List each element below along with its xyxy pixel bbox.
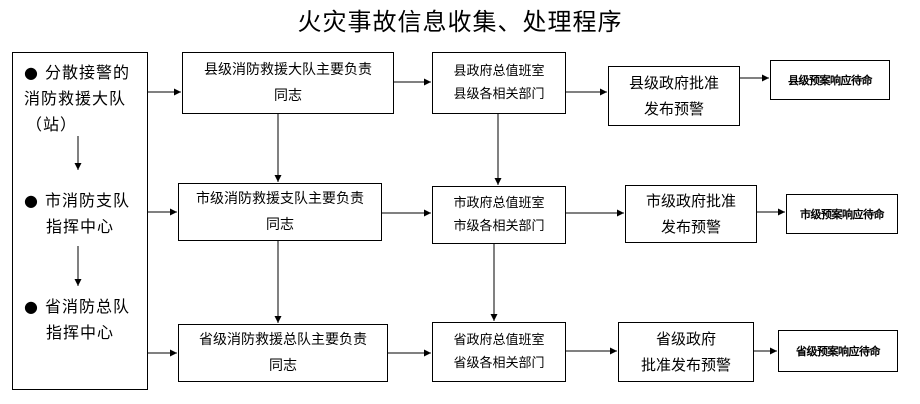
county-team-box: 县级消防救援大队主要负责 同志 bbox=[182, 52, 394, 114]
city-office-line-2: 市级各相关部门 bbox=[453, 219, 545, 234]
province-approve-box: 省级政府 批准发布预警 bbox=[618, 322, 754, 382]
city-approve-box: 市级政府批准 发布预警 bbox=[625, 185, 757, 243]
county-office-box: 县政府总值班室 县级各相关部门 bbox=[432, 52, 566, 114]
city-team-box: 市级消防救援支队主要负责 同志 bbox=[178, 183, 382, 241]
province-team-line-1: 省级消防救援总队主要负责 bbox=[199, 332, 367, 348]
source-province-line-2: 指挥中心 bbox=[46, 323, 115, 342]
province-team-box: 省级消防救援总队主要负责 同志 bbox=[178, 324, 388, 382]
city-approve-line-2: 发布预警 bbox=[660, 218, 721, 236]
county-response-label: 县级预案响应待命 bbox=[788, 74, 873, 87]
city-office-box: 市政府总值班室 市级各相关部门 bbox=[432, 186, 566, 244]
city-office-line-1: 市政府总值班室 bbox=[453, 196, 545, 211]
province-office-line-2: 省级各相关部门 bbox=[453, 356, 545, 371]
source-province-command: ● 省消防总队 指挥中心 bbox=[24, 294, 130, 346]
source-county-line-1: ● 分散接警的 bbox=[24, 63, 131, 82]
province-team-line-2: 同志 bbox=[269, 358, 297, 374]
source-city-line-2: 指挥中心 bbox=[46, 217, 115, 236]
city-team-line-1: 市级消防救援支队主要负责 bbox=[196, 191, 364, 207]
province-approve-line-2: 批准发布预警 bbox=[640, 356, 731, 374]
diagram-title: 火灾事故信息收集、处理程序 bbox=[297, 8, 623, 36]
county-team-line-1: 县级消防救援大队主要负责 bbox=[204, 62, 372, 78]
source-city-line-1: ● 市消防支队 bbox=[24, 191, 131, 210]
province-approve-line-1: 省级政府 bbox=[655, 330, 716, 348]
province-office-line-1: 省政府总值班室 bbox=[453, 333, 545, 348]
county-response-box: 县级预案响应待命 bbox=[770, 60, 890, 100]
source-province-line-1: ● 省消防总队 bbox=[24, 297, 131, 316]
city-response-box: 市级预案响应待命 bbox=[786, 194, 898, 234]
city-response-label: 市级预案响应待命 bbox=[800, 208, 885, 221]
source-county-brigade: ● 分散接警的 消防救援大队 （站） bbox=[24, 60, 130, 138]
source-county-line-3: （站） bbox=[26, 115, 78, 134]
city-team-line-2: 同志 bbox=[266, 217, 294, 233]
source-city-command: ● 市消防支队 指挥中心 bbox=[24, 188, 130, 240]
county-approve-line-2: 发布预警 bbox=[643, 100, 704, 118]
county-team-line-2: 同志 bbox=[274, 88, 302, 104]
county-approve-box: 县级政府批准 发布预警 bbox=[608, 66, 740, 126]
city-approve-line-1: 市级政府批准 bbox=[645, 192, 736, 210]
province-response-label: 省级预案响应待命 bbox=[796, 345, 881, 358]
source-county-line-2: 消防救援大队 bbox=[24, 89, 127, 108]
left-source-column bbox=[12, 52, 148, 390]
county-approve-line-1: 县级政府批准 bbox=[628, 74, 719, 92]
county-office-line-2: 县级各相关部门 bbox=[453, 87, 545, 102]
province-response-box: 省级预案响应待命 bbox=[778, 330, 898, 372]
province-office-box: 省政府总值班室 省级各相关部门 bbox=[432, 322, 566, 382]
county-office-line-1: 县政府总值班室 bbox=[453, 64, 545, 79]
